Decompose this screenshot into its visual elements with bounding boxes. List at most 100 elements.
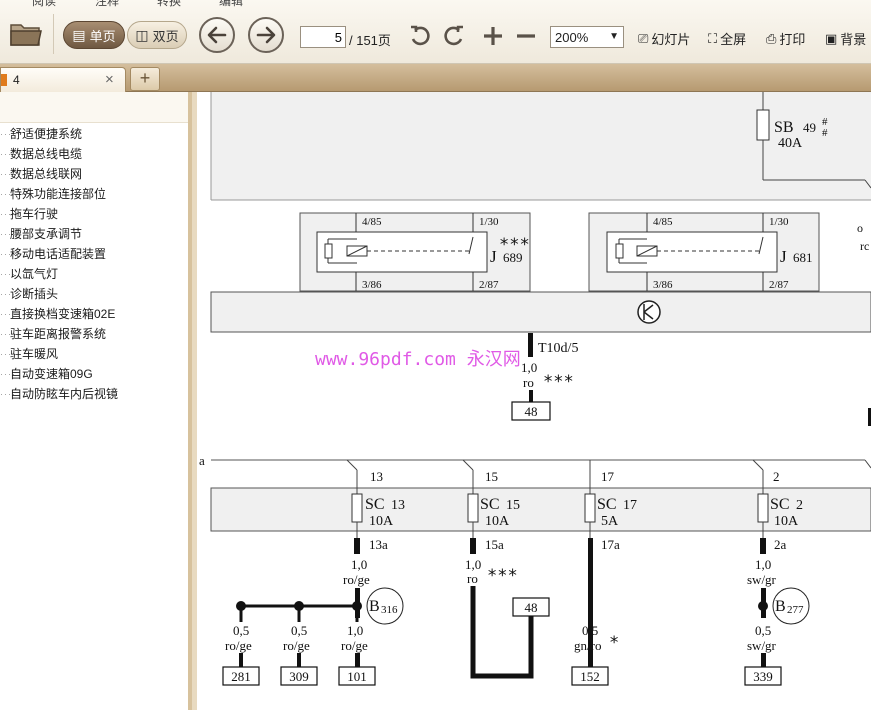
- wire-color: ro/ge: [225, 638, 252, 653]
- next-page-button[interactable]: [248, 17, 284, 53]
- fuse-label: SC: [480, 496, 500, 513]
- splice-name: B: [775, 598, 786, 615]
- fuse-amp: 5A: [601, 514, 619, 529]
- wire-marks: ***: [543, 372, 574, 392]
- relay-num: 689: [503, 250, 523, 265]
- sidebar-header: [0, 92, 188, 123]
- zoom-select[interactable]: 200% ▼: [550, 26, 624, 48]
- printer-icon: ⎙: [766, 30, 777, 46]
- wire-size: 1,0: [347, 623, 363, 638]
- bookmark-item[interactable]: ····数据总线联网: [0, 167, 83, 181]
- splice-num: 316: [381, 604, 398, 616]
- double-page-button[interactable]: ◫ 双页: [127, 21, 187, 49]
- bus-bar: [210, 291, 871, 333]
- bookmark-label: 移动电话适配装置: [10, 247, 107, 261]
- wire-color: gn/ro: [574, 638, 601, 653]
- menu-convert[interactable]: 转换: [157, 0, 182, 8]
- fullscreen-button[interactable]: ⛶ 全屏: [708, 29, 746, 48]
- zoom-out-icon[interactable]: [515, 25, 537, 50]
- wire-color: ro/ge: [283, 638, 310, 653]
- bookmark-item[interactable]: ····数据总线电缆: [0, 147, 83, 161]
- wire-size: 1,0: [465, 557, 481, 572]
- pdf-icon: [1, 74, 7, 86]
- wire-color: ro: [467, 571, 478, 586]
- destination-box: [511, 401, 551, 421]
- wire-size: 1,0: [351, 557, 367, 572]
- bookmark-item[interactable]: ····腰部支承调节: [0, 227, 83, 241]
- rotate-right-icon[interactable]: [442, 24, 466, 51]
- close-icon[interactable]: ×: [105, 71, 114, 88]
- destination-number: 281: [231, 669, 251, 684]
- fuse-sb-mark: #: [822, 127, 828, 139]
- chevron-down-icon: ▼: [609, 31, 619, 42]
- fuse-amp: 10A: [485, 514, 510, 529]
- zoom-in-icon[interactable]: [482, 25, 504, 50]
- relay-num: 681: [793, 250, 813, 265]
- bookmark-item[interactable]: ····特殊功能连接部位: [0, 187, 107, 201]
- bookmark-item[interactable]: ····以氙气灯: [0, 267, 59, 281]
- fullscreen-icon: ⛶: [708, 30, 718, 46]
- menu-read[interactable]: 阅读: [32, 0, 57, 8]
- menu-annotate[interactable]: 注释: [95, 0, 120, 8]
- relay-marks: ***: [499, 235, 530, 255]
- previous-page-button[interactable]: [199, 17, 235, 53]
- sidebar-splitter[interactable]: [192, 92, 197, 710]
- relay-pin-label: 4/85: [653, 216, 673, 228]
- relay-name: J: [490, 247, 497, 266]
- fuse-pin: 2a: [774, 537, 787, 552]
- bookmark-item[interactable]: ····自动变速箱09G: [0, 367, 93, 381]
- bookmark-label: 自动防眩车内后视镜: [10, 387, 119, 401]
- wire-color: sw/gr: [747, 572, 777, 587]
- single-page-icon: ▤: [72, 27, 86, 43]
- splice-name: B: [369, 598, 380, 615]
- fuse-top-num: 13: [370, 469, 383, 484]
- bookmark-label: 特殊功能连接部位: [10, 187, 107, 201]
- wire-color: ro/ge: [343, 572, 370, 587]
- bookmark-item[interactable]: ····舒适便捷系统: [0, 127, 83, 141]
- new-tab-button[interactable]: +: [130, 67, 160, 91]
- line-label: a: [199, 453, 205, 468]
- cut-text: rc: [860, 239, 869, 253]
- wire-color: sw/gr: [747, 638, 777, 653]
- bookmark-list: ····舒适便捷系统 ····数据总线电缆 ····数据总线联网 ····特殊功…: [0, 124, 188, 404]
- slideshow-button[interactable]: ⎚ 幻灯片: [638, 29, 690, 48]
- bookmark-item[interactable]: ····移动电话适配装置: [0, 247, 107, 261]
- bookmark-label: 直接换档变速箱02E: [10, 307, 116, 321]
- bookmark-item[interactable]: ····驻车距离报警系统: [0, 327, 107, 341]
- fuse-label: SC: [597, 496, 617, 513]
- bookmark-item[interactable]: ····自动防眩车内后视镜: [0, 387, 119, 401]
- bookmark-label: 驻车距离报警系统: [10, 327, 107, 341]
- wire-size: 1,0: [521, 360, 537, 375]
- fuse-sb-label: SB: [774, 119, 794, 136]
- background-button[interactable]: ▣ 背景: [825, 29, 866, 48]
- connector-label: T10d/5: [538, 341, 578, 356]
- bookmark-label: 诊断插头: [10, 287, 59, 301]
- document-page[interactable]: SB 49 # # 40A o rc 4/85 1/30 3/86 2/87 J…: [197, 92, 871, 710]
- background-icon: ▣: [825, 30, 838, 46]
- fuse-num: 2: [796, 498, 803, 513]
- destination-number: 48: [525, 404, 538, 419]
- bookmark-label: 驻车暖风: [10, 347, 59, 361]
- relay-pin-label: 1/30: [479, 216, 499, 228]
- splice-b277: [772, 587, 810, 625]
- single-page-button[interactable]: ▤ 单页: [63, 21, 125, 49]
- wiring-diagram: SB 49 # # 40A o rc 4/85 1/30 3/86 2/87 J…: [199, 92, 871, 686]
- menu-edit[interactable]: 编辑: [219, 0, 244, 8]
- fuse-top-num: 17: [601, 469, 615, 484]
- print-button[interactable]: ⎙ 打印: [766, 29, 805, 48]
- open-folder-icon[interactable]: [9, 19, 43, 49]
- document-tab[interactable]: 4 ×: [0, 67, 126, 92]
- bookmark-item[interactable]: ····驻车暖风: [0, 347, 59, 361]
- bookmark-label: 数据总线联网: [10, 167, 83, 181]
- bookmark-item[interactable]: ····诊断插头: [0, 287, 59, 301]
- page-number-input[interactable]: [300, 26, 346, 48]
- fuse-sb-amp: 40A: [778, 136, 803, 151]
- bookmark-item[interactable]: ····直接换档变速箱02E: [0, 307, 116, 321]
- relay-pin-label: 4/85: [362, 216, 382, 228]
- relay-pin-label: 1/30: [769, 216, 789, 228]
- fuse-sc13: 13 SC 13 10A 13a 1,0 ro/ge: [343, 459, 405, 587]
- fuse-sc2: 2 SC 2 10A 2a 1,0 sw/gr B 277 0,5 sw/gr …: [744, 459, 871, 686]
- cut-text: o: [857, 221, 863, 235]
- rotate-left-icon[interactable]: [408, 24, 432, 51]
- bookmark-item[interactable]: ····拖车行驶: [0, 207, 59, 221]
